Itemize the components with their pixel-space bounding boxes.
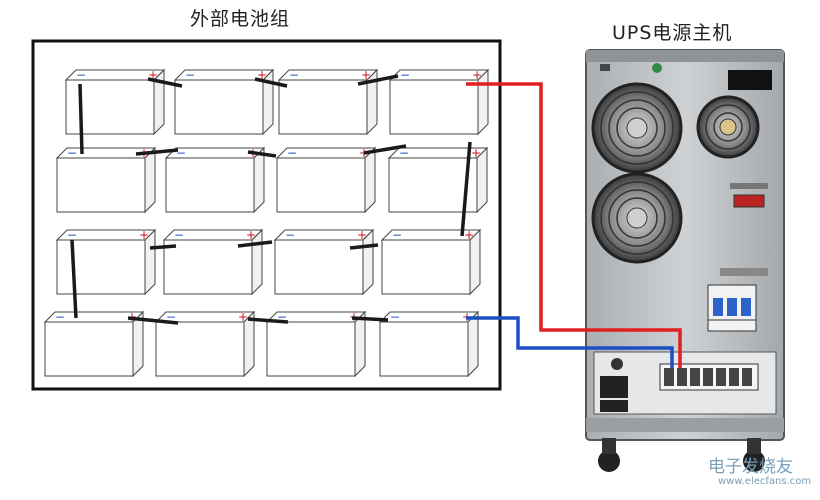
ups-cabinet bbox=[585, 49, 785, 472]
battery-unit: +− bbox=[55, 146, 157, 214]
series-link-wire bbox=[135, 148, 179, 156]
circuit-breaker-icon bbox=[707, 284, 757, 332]
negative-terminal: − bbox=[176, 146, 186, 160]
negative-main-wire bbox=[466, 316, 674, 368]
series-link-wire bbox=[70, 239, 78, 319]
negative-terminal: − bbox=[67, 146, 77, 160]
display-window bbox=[728, 70, 772, 90]
positive-terminal: + bbox=[472, 68, 482, 82]
series-link-wire bbox=[78, 83, 84, 155]
positive-main-wire bbox=[466, 82, 682, 368]
caster-wheel bbox=[598, 450, 620, 472]
battery-unit: +− bbox=[43, 310, 145, 378]
ups-host-title: UPS电源主机 bbox=[612, 22, 733, 44]
battery-unit: +− bbox=[388, 68, 490, 136]
battery-pack-title: 外部电池组 bbox=[190, 8, 291, 30]
negative-terminal: − bbox=[392, 228, 402, 242]
series-link-wire bbox=[147, 77, 183, 88]
watermark-url: www.elecfans.com bbox=[718, 476, 812, 487]
positive-terminal: + bbox=[357, 228, 367, 242]
negative-terminal: − bbox=[400, 68, 410, 82]
series-link-wire bbox=[247, 150, 277, 158]
fan-icon bbox=[591, 82, 683, 174]
battery-unit: +− bbox=[173, 68, 275, 136]
terminal-screw bbox=[729, 368, 739, 386]
negative-terminal: − bbox=[166, 310, 176, 324]
battery-unit: +− bbox=[265, 310, 367, 378]
series-link-wire bbox=[357, 74, 399, 86]
terminal-screw bbox=[703, 368, 713, 386]
battery-unit: +− bbox=[277, 68, 379, 136]
battery-unit: +− bbox=[164, 146, 266, 214]
positive-terminal: + bbox=[471, 146, 481, 160]
negative-terminal: − bbox=[76, 68, 86, 82]
series-link-wire bbox=[351, 316, 389, 322]
battery-unit: +− bbox=[162, 228, 264, 296]
negative-terminal: − bbox=[285, 228, 295, 242]
positive-terminal: + bbox=[148, 68, 158, 82]
terminal-block bbox=[659, 363, 759, 391]
series-link-wire bbox=[363, 144, 407, 155]
series-link-wire bbox=[460, 141, 472, 237]
terminal-screw bbox=[716, 368, 726, 386]
terminal-screw bbox=[690, 368, 700, 386]
terminal-screw bbox=[664, 368, 674, 386]
positive-terminal: + bbox=[246, 228, 256, 242]
positive-terminal: + bbox=[257, 68, 267, 82]
fan-icon bbox=[591, 172, 683, 264]
battery-unit: +− bbox=[380, 228, 482, 296]
series-link-wire bbox=[127, 316, 179, 325]
negative-terminal: − bbox=[55, 310, 65, 324]
positive-terminal: + bbox=[361, 68, 371, 82]
negative-terminal: − bbox=[277, 310, 287, 324]
negative-terminal: − bbox=[174, 228, 184, 242]
terminal-screw bbox=[677, 368, 687, 386]
negative-terminal: − bbox=[185, 68, 195, 82]
positive-terminal: + bbox=[238, 310, 248, 324]
negative-terminal: − bbox=[399, 146, 409, 160]
series-link-wire bbox=[237, 240, 273, 248]
fan-icon bbox=[696, 95, 760, 159]
battery-unit: +− bbox=[273, 228, 375, 296]
series-link-wire bbox=[254, 77, 288, 88]
negative-terminal: − bbox=[287, 146, 297, 160]
battery-unit: +− bbox=[275, 146, 377, 214]
terminal-screw bbox=[742, 368, 752, 386]
series-links bbox=[70, 74, 472, 325]
main-wires bbox=[466, 82, 682, 368]
power-socket-icon bbox=[600, 376, 628, 398]
negative-terminal: − bbox=[289, 68, 299, 82]
battery-unit: +− bbox=[378, 310, 480, 378]
negative-terminal: − bbox=[67, 228, 77, 242]
caster-wheel bbox=[743, 450, 765, 472]
series-link-wire bbox=[349, 243, 379, 250]
negative-terminal: − bbox=[390, 310, 400, 324]
series-link-wire bbox=[247, 317, 289, 324]
watermark-logo: 电子发烧友 bbox=[708, 457, 793, 477]
positive-terminal: + bbox=[464, 228, 474, 242]
series-link-wire bbox=[149, 244, 177, 250]
battery-unit: +− bbox=[154, 310, 256, 378]
battery-unit: +− bbox=[387, 146, 489, 214]
positive-terminal: + bbox=[139, 228, 149, 242]
